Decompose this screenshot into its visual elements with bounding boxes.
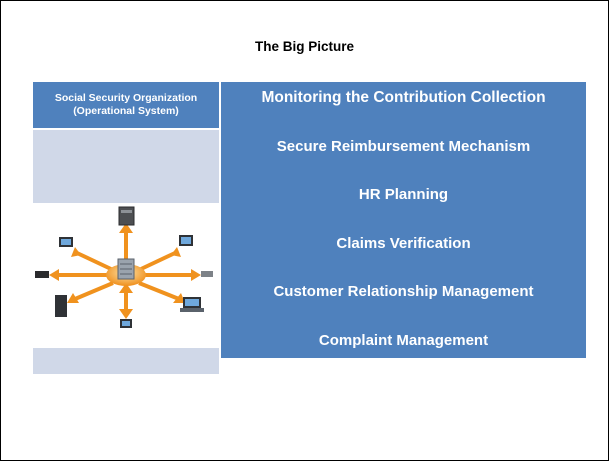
left-panel: Social Security Organization (Operationa… — [33, 82, 219, 374]
org-header: Social Security Organization (Operationa… — [33, 82, 219, 130]
org-header-line1: Social Security Organization — [54, 92, 198, 104]
item-complaint-management: Complaint Management — [318, 331, 489, 349]
item-claims-verification: Claims Verification — [336, 234, 471, 252]
network-diagram-icon — [35, 206, 213, 328]
slide-title: The Big Picture — [254, 39, 354, 54]
empty-cell-bottom — [33, 348, 219, 374]
right-panel: Monitoring the Contribution Collection S… — [221, 82, 586, 358]
item-hr-planning: HR Planning — [358, 186, 449, 204]
empty-cell-top — [33, 130, 219, 203]
item-crm: Customer Relationship Management — [273, 283, 534, 301]
org-header-line2: (Operational System) — [73, 105, 179, 117]
network-diagram-image — [33, 203, 219, 348]
item-reimbursement: Secure Reimbursement Mechanism — [276, 137, 531, 155]
item-contribution-collection: Monitoring the Contribution Collection — [261, 89, 546, 106]
